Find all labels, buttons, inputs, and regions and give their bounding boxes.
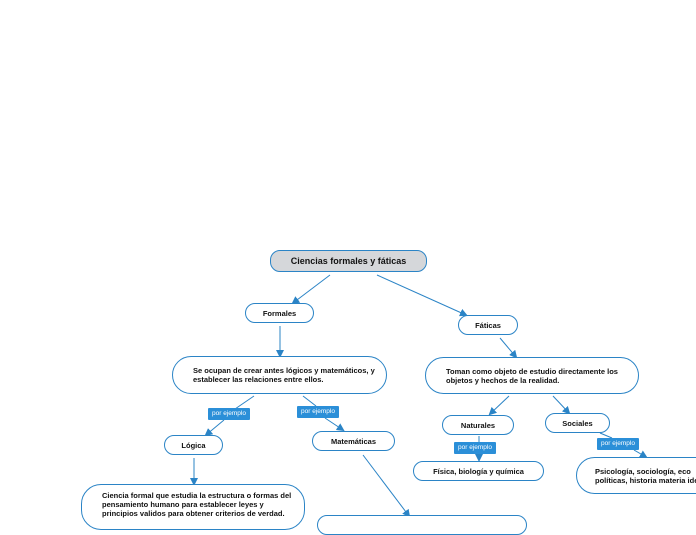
node-naturales[interactable]: Naturales [442, 415, 514, 435]
label-por-ejemplo-logica: por ejemplo [208, 408, 250, 420]
node-matematicas[interactable]: Matemáticas [312, 431, 395, 451]
node-faticas-desc[interactable]: Toman como objeto de estudio directament… [425, 357, 639, 394]
node-formales-desc[interactable]: Se ocupan de crear antes lógicos y matem… [172, 356, 387, 394]
edge-root-faticas [376, 274, 468, 317]
node-logica-desc[interactable]: Ciencia formal que estudia la estructura… [81, 484, 305, 530]
node-naturales-desc[interactable]: Física, biología y química [413, 461, 544, 481]
node-sociales[interactable]: Sociales [545, 413, 610, 433]
edge-faticas-desc [499, 337, 518, 359]
label-por-ejemplo-naturales: por ejemplo [454, 442, 496, 454]
node-logica[interactable]: Lógica [164, 435, 223, 455]
node-matematicas-child[interactable] [317, 515, 527, 535]
node-sociales-desc[interactable]: Psicología, sociología, eco políticas, h… [576, 457, 696, 494]
edge-pe-logica [204, 419, 225, 437]
node-faticas[interactable]: Fáticas [458, 315, 518, 335]
edge-fdesc-sociales [552, 395, 571, 415]
edge-fdesc-naturales [488, 395, 510, 416]
edge-desc-pe-logica [234, 395, 255, 410]
edge-mat-down [362, 454, 411, 518]
label-por-ejemplo-matematicas: por ejemplo [297, 406, 339, 418]
edge-pe-soc [633, 449, 648, 459]
edge-pe-mat [324, 417, 345, 432]
root-node[interactable]: Ciencias formales y fáticas [270, 250, 427, 272]
connector-lines [190, 274, 648, 518]
edge-desc-pe-mat [302, 395, 317, 407]
edge-soc-pe [599, 432, 613, 439]
label-por-ejemplo-sociales: por ejemplo [597, 438, 639, 450]
node-formales[interactable]: Formales [245, 303, 314, 323]
edge-root-formales [291, 274, 331, 305]
